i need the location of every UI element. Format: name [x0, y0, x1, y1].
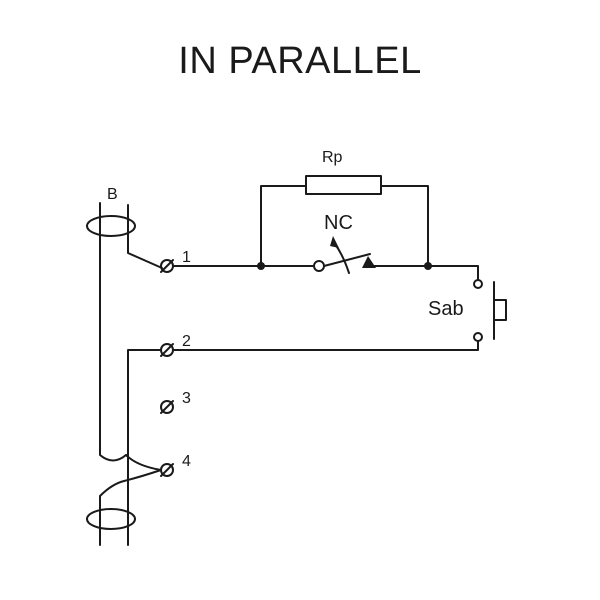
wire-resistor-right — [380, 185, 429, 267]
wire-button-top — [427, 265, 479, 280]
terminal-4-label: 4 — [182, 453, 191, 470]
terminal-4 — [160, 463, 174, 477]
terminal-3-label: 3 — [182, 390, 191, 407]
wire-resistor-left — [260, 185, 307, 267]
contact-label: NC — [324, 212, 353, 234]
page-title: IN PARALLEL — [178, 40, 422, 82]
button-stem — [493, 299, 507, 321]
wire-button-bottom — [172, 340, 479, 351]
contact-blade — [323, 253, 371, 267]
terminal-2 — [160, 343, 174, 357]
wire-crossover-top — [125, 454, 162, 471]
terminal-2-label: 2 — [182, 333, 191, 350]
terminal-3 — [160, 400, 174, 414]
wire-crossover-bottom — [99, 469, 162, 546]
button-label: Sab — [428, 298, 464, 320]
button-contact-bottom — [473, 332, 483, 342]
coil-wire-right — [127, 204, 163, 269]
terminal-1 — [160, 259, 174, 273]
coil-b — [86, 202, 163, 462]
button-contact-top — [473, 279, 483, 289]
resistor-label: Rp — [322, 149, 343, 166]
contact-arrowhead-icon — [330, 236, 339, 248]
coil-label: B — [107, 186, 118, 203]
resistor-rp — [305, 175, 382, 195]
contact-open-node — [313, 260, 325, 272]
terminal-1-label: 1 — [182, 249, 191, 266]
contact-arrow-icon — [334, 243, 350, 274]
coil-wire-left — [99, 202, 127, 462]
coil-top-ring — [86, 215, 136, 237]
coil-bottom-ring — [86, 508, 136, 530]
